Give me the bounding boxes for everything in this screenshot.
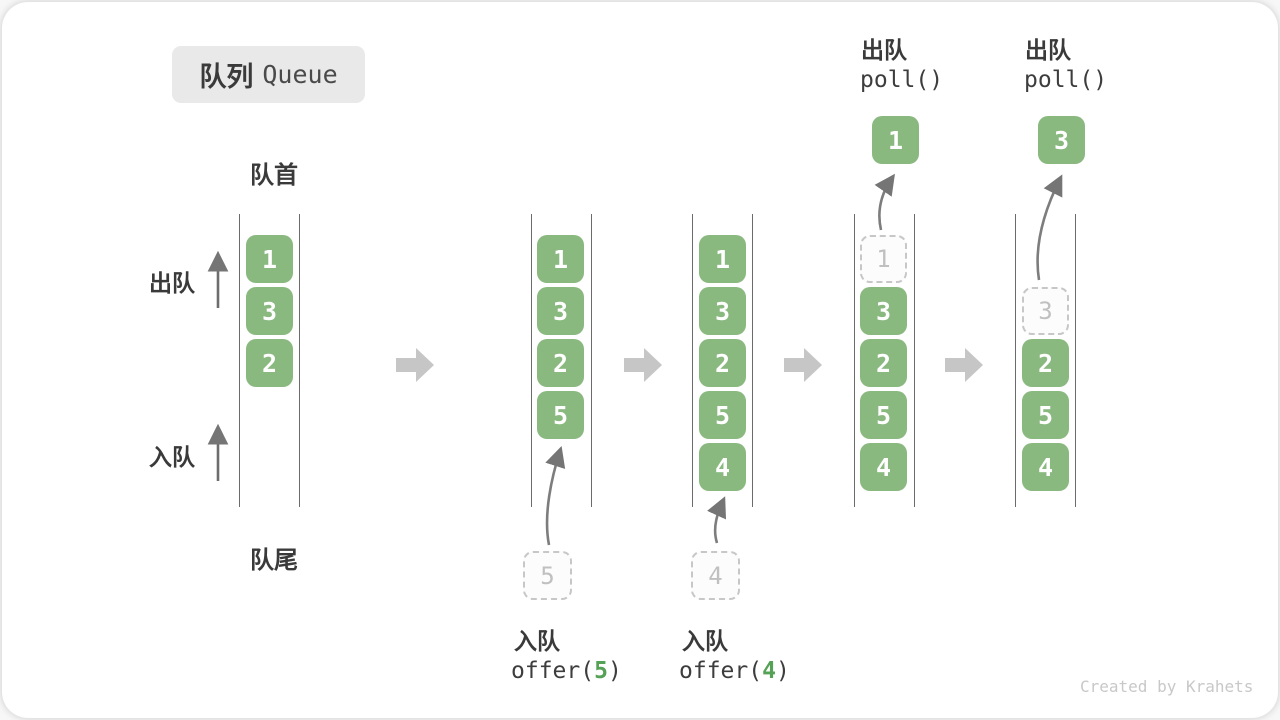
code-offer-arg: 5: [594, 658, 608, 684]
title-zh: 队列: [199, 62, 254, 93]
queue-rail-state-5: [1015, 214, 1076, 507]
label-dequeue-side: 出队: [149, 271, 195, 297]
queue-element: 2: [860, 339, 907, 387]
removed-slot-ghost: 1: [860, 235, 907, 283]
queue-rail-state-3: [692, 214, 753, 507]
pending-enqueue-box-2: 4: [691, 551, 740, 600]
queue-element: 5: [1022, 391, 1069, 439]
state-transition-arrow-3: [784, 348, 822, 382]
code-offer-2: offer(4): [679, 658, 790, 684]
queue-element: 2: [1022, 339, 1069, 387]
state-transition-arrow-2: [624, 348, 662, 382]
label-dequeue-op-2: 出队: [1025, 38, 1071, 64]
queue-element: 4: [860, 443, 907, 491]
queue-element: 4: [699, 443, 746, 491]
pending-enqueue-box-1: 5: [523, 551, 572, 600]
queue-rail-state-4: [854, 214, 915, 507]
queue-element: 2: [246, 339, 293, 387]
enqueue-arrow-offer4: [707, 496, 727, 544]
queue-element: 1: [537, 235, 584, 283]
code-offer-1: offer(5): [511, 658, 622, 684]
queue-element: 3: [699, 287, 746, 335]
state-transition-arrow-4: [945, 348, 983, 382]
code-offer-arg: 4: [762, 658, 776, 684]
label-enqueue-op-1: 入队: [514, 629, 560, 655]
label-dequeue-op-1: 出队: [861, 38, 907, 64]
label-queue-front: 队首: [250, 161, 298, 189]
title-en: Queue: [262, 60, 338, 89]
polled-value-box-2: 3: [1038, 116, 1085, 164]
code-offer-prefix: offer(: [511, 658, 595, 684]
title-badge: 队列 Queue: [172, 46, 365, 103]
removed-slot-ghost: 3: [1022, 287, 1069, 335]
code-poll-1: poll(): [860, 67, 944, 93]
queue-element: 5: [537, 391, 584, 439]
queue-element: 3: [246, 287, 293, 335]
queue-element: 2: [537, 339, 584, 387]
polled-value-box-1: 1: [872, 116, 919, 164]
queue-element: 3: [537, 287, 584, 335]
code-offer-suffix: ): [775, 658, 790, 684]
code-offer-suffix: ): [607, 658, 622, 684]
queue-rail-state-2: [531, 214, 592, 507]
label-queue-rear: 队尾: [250, 546, 298, 574]
code-poll-2: poll(): [1024, 67, 1108, 93]
watermark-credit: Created by Krahets: [1080, 677, 1254, 696]
code-offer-prefix: offer(: [679, 658, 763, 684]
queue-element: 4: [1022, 443, 1069, 491]
queue-element: 5: [860, 391, 907, 439]
label-enqueue-op-2: 入队: [682, 629, 728, 655]
state-transition-arrow-1: [396, 348, 434, 382]
queue-element: 1: [699, 235, 746, 283]
queue-element: 1: [246, 235, 293, 283]
queue-rail-state-1: [239, 214, 300, 507]
queue-element: 2: [699, 339, 746, 387]
queue-element: 5: [699, 391, 746, 439]
label-enqueue-side: 入队: [149, 445, 195, 471]
queue-element: 3: [860, 287, 907, 335]
